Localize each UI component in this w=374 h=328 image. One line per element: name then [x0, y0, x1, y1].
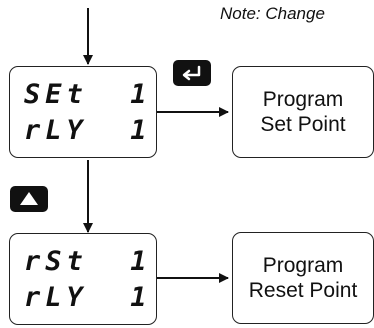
action-program-set-point: Program Set Point: [232, 66, 374, 158]
display-step-2-line-1: rSt 1: [24, 246, 152, 277]
action-step-2-line-2: Reset Point: [248, 279, 358, 302]
up-arrow-key-icon[interactable]: [10, 186, 48, 212]
display-step-2: rSt 1 rLY 1: [9, 233, 157, 325]
action-step-2-line-1: Program: [262, 253, 344, 277]
enter-key-icon[interactable]: [173, 60, 211, 86]
action-step-1-line-2: Set Point: [260, 113, 346, 136]
display-step-1: SEt 1 rLY 1: [9, 66, 157, 158]
action-program-reset-point: Program Reset Point: [232, 232, 374, 324]
display-step-1-line-2: rLY 1: [24, 115, 152, 146]
action-step-1-line-1: Program: [262, 87, 344, 111]
display-step-2-line-2: rLY 1: [24, 282, 152, 313]
note-text: Note: Change: [220, 4, 325, 23]
display-step-1-line-1: SEt 1: [24, 79, 152, 110]
